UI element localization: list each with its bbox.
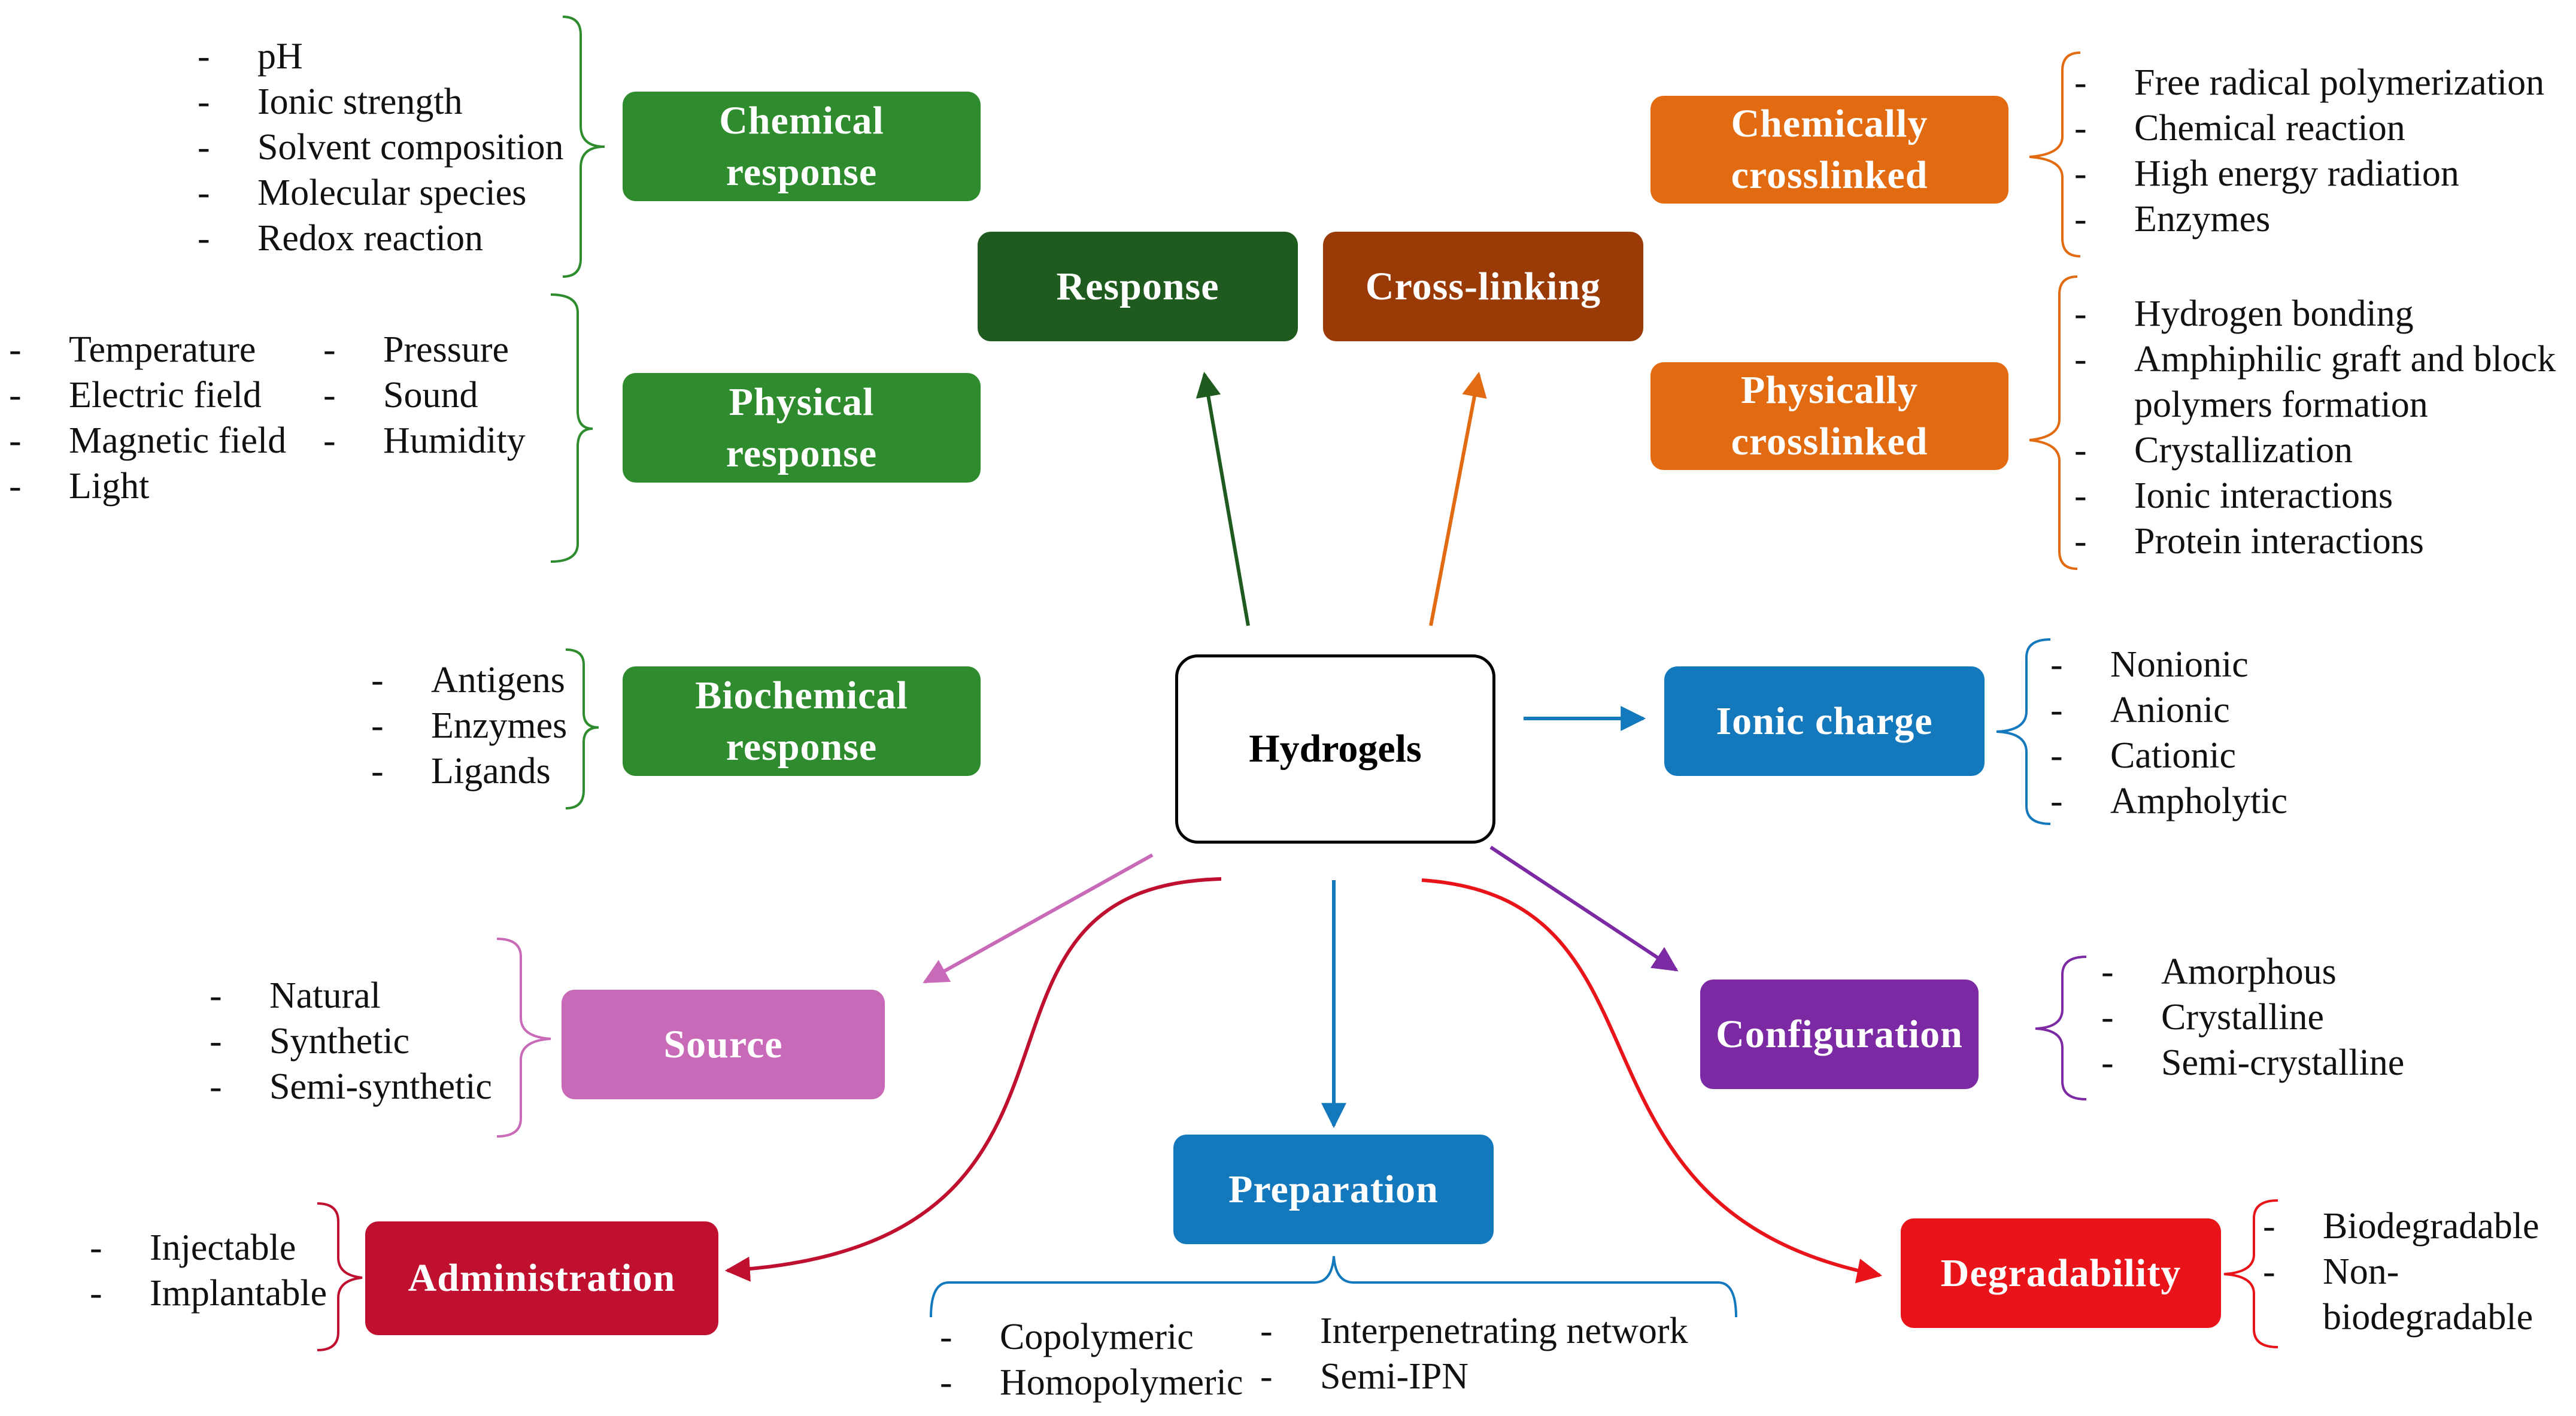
list-item: -Nonionic (2050, 644, 2249, 685)
list-item: -Ionic strength (198, 81, 463, 122)
degradability-box: Degradability (1901, 1218, 2221, 1328)
list-item: -Temperature (9, 329, 256, 370)
list-item: -High energy radiation (2074, 153, 2459, 194)
physical-response-box: Physical response (623, 373, 981, 483)
center-node: Hydrogels (1175, 654, 1495, 844)
list-item: -Natural (210, 975, 381, 1016)
list-item: -Hydrogen bonding (2074, 293, 2414, 334)
list-item: -Implantable (90, 1273, 327, 1314)
biochemical-response-list: -Antigens -Enzymes -Ligands (371, 657, 567, 794)
list-item: -Sound (323, 375, 478, 416)
list-item: -Redox reaction (198, 218, 484, 259)
physical-response-list-col1: -Temperature -Electric field -Magnetic f… (9, 327, 286, 509)
ionic-charge-list: -Nonionic -Anionic -Cationic -Ampholytic (2050, 642, 2287, 824)
physical-response-list-col2: -Pressure -Sound -Humidity (323, 327, 526, 463)
brace-ionic-charge (1996, 638, 2051, 825)
list-item: -Solvent composition (198, 127, 564, 168)
list-item: -Cationic (2050, 735, 2237, 776)
administration-list: -Injectable -Implantable (90, 1225, 327, 1316)
list-item: -Semi-crystalline (2101, 1042, 2405, 1083)
list-item: -Pressure (323, 329, 509, 370)
configuration-list: -Amorphous -Crystalline -Semi-crystallin… (2101, 949, 2404, 1086)
brace-chemical-response (562, 16, 605, 278)
brace-administration (317, 1202, 363, 1351)
list-item: -Chemical reaction (2074, 108, 2405, 148)
preparation-list-col1: -Copolymeric -Homopolymeric (940, 1314, 1243, 1405)
list-item: -Ionic interactions (2074, 475, 2393, 516)
list-item: -Biodegradable (2263, 1206, 2539, 1247)
chemical-response-list: -pH -Ionic strength -Solvent composition… (198, 34, 564, 261)
chemical-response-box: Chemical response (623, 92, 981, 201)
list-item: -Protein interactions (2074, 521, 2424, 562)
brace-chemically-crosslinked (2029, 51, 2081, 257)
center-label: Hydrogels (1249, 727, 1422, 771)
source-box: Source (562, 990, 885, 1099)
list-item: -Electric field (9, 375, 262, 416)
brace-preparation (930, 1256, 1737, 1318)
list-item: -Light (9, 466, 150, 507)
list-item: -Interpenetrating network (1260, 1311, 1688, 1351)
list-item: -Ampholytic (2050, 781, 2288, 821)
list-item: -Enzymes (2074, 199, 2271, 239)
arrow-to-administration (724, 877, 1222, 1282)
arrow-to-configuration (1489, 845, 1679, 972)
list-item: -pH (198, 36, 303, 77)
configuration-box: Configuration (1700, 980, 1979, 1089)
brace-source (496, 938, 551, 1138)
list-item: -Homopolymeric (940, 1362, 1243, 1403)
list-item: -Amorphous (2101, 951, 2337, 992)
arrow-to-degradability (1421, 878, 1883, 1284)
list-item: polymers formation (2134, 384, 2428, 425)
preparation-box: Preparation (1173, 1135, 1494, 1244)
brace-physical-response (550, 293, 593, 563)
list-item: -Semi-IPN (1260, 1356, 1468, 1397)
list-item: -Copolymeric (940, 1317, 1194, 1357)
preparation-list-col2: -Interpenetrating network -Semi-IPN (1260, 1308, 1688, 1399)
list-item: -Humidity (323, 420, 526, 461)
arrow-to-source (923, 853, 1154, 984)
response-box: Response (978, 232, 1298, 341)
ionic-charge-box: Ionic charge (1664, 666, 1985, 776)
brace-degradability (2223, 1199, 2278, 1348)
list-item: -Antigens (371, 660, 565, 701)
physically-crosslinked-list: -Hydrogen bonding -Amphiphilic graft and… (2074, 291, 2556, 564)
list-item: biodegradable (2323, 1297, 2533, 1338)
list-item: -Semi-synthetic (210, 1066, 492, 1107)
list-item: -Synthetic (210, 1021, 410, 1062)
chemically-crosslinked-list: -Free radical polymerization -Chemical r… (2074, 60, 2544, 242)
list-item: -Amphiphilic graft and block (2074, 339, 2556, 380)
administration-box: Administration (365, 1221, 718, 1335)
biochemical-response-box: Biochemical response (623, 666, 981, 776)
arrow-to-cross-linking (1429, 371, 1487, 626)
list-item: -Ligands (371, 751, 551, 792)
brace-configuration (2035, 956, 2087, 1100)
brace-physically-crosslinked (2029, 275, 2078, 570)
list-item: -Magnetic field (9, 420, 287, 461)
degradability-list: -Biodegradable -Non- biodegradable (2263, 1203, 2539, 1340)
list-item: -Molecular species (198, 172, 527, 213)
arrow-to-response (1196, 371, 1250, 626)
list-item: -Non- (2263, 1251, 2399, 1292)
list-item: -Anionic (2050, 690, 2230, 730)
list-item: -Injectable (90, 1227, 296, 1268)
list-item: -Crystallization (2074, 430, 2353, 471)
source-list: -Natural -Synthetic -Semi-synthetic (210, 973, 492, 1109)
physically-crosslinked-box: Physically crosslinked (1650, 362, 2008, 470)
brace-biochemical-response (565, 648, 599, 809)
chemically-crosslinked-box: Chemically crosslinked (1650, 96, 2008, 204)
list-item: -Enzymes (371, 705, 568, 746)
list-item: -Crystalline (2101, 997, 2325, 1038)
cross-linking-box: Cross-linking (1323, 232, 1643, 341)
list-item: -Free radical polymerization (2074, 62, 2545, 103)
